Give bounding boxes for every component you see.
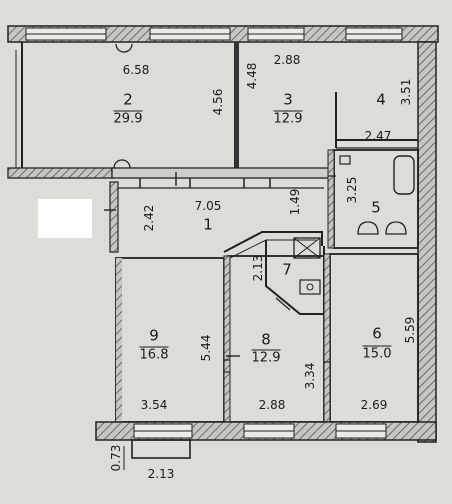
dim-room4-width: 2.47	[364, 129, 392, 143]
sink-icon	[357, 221, 379, 235]
dim-room3-width: 2.88	[273, 53, 301, 67]
room-3-number: 3	[283, 90, 293, 109]
dim-room8-width: 2.88	[258, 398, 286, 412]
dim-room2-height: 4.56	[211, 88, 225, 116]
room-4-number: 4	[376, 90, 386, 109]
door-arc-room2-top	[115, 43, 133, 53]
room-9-area: 16.8	[139, 346, 169, 363]
room-8-number: 8	[261, 330, 271, 349]
dim-room8-height: 3.34	[303, 362, 317, 390]
room-1-number: 1	[203, 215, 213, 234]
hall-left-wall	[109, 181, 119, 253]
door-arc-room2-bottom	[113, 159, 131, 169]
dim-room6-height: 5.59	[403, 316, 417, 344]
dim-hall-height-left: 2.42	[142, 204, 156, 232]
kitchen-sink-icon	[299, 279, 321, 295]
toilet-icon	[385, 221, 407, 235]
room-5-number: 5	[371, 198, 381, 217]
room-6-area: 15.0	[362, 345, 392, 362]
dim-room2-width: 6.58	[122, 63, 150, 77]
dim-hall-width: 7.05	[194, 199, 222, 213]
redacted-block	[38, 199, 92, 238]
room-7-number: 7	[282, 260, 292, 279]
bathroom-walls	[327, 149, 419, 249]
dim-room9-height: 5.44	[199, 334, 213, 362]
wall-room2-room3	[234, 42, 239, 168]
room-6-number: 6	[372, 324, 382, 343]
dim-room9-width: 3.54	[140, 398, 168, 412]
room-2-area: 29.9	[113, 110, 143, 127]
bottom-exterior-wall	[95, 421, 437, 441]
room-8-area: 12.9	[251, 349, 281, 366]
dim-balcony-depth: 0.73	[109, 444, 123, 472]
top-exterior-wall	[7, 25, 439, 43]
dim-balcony-width: 2.13	[147, 467, 175, 481]
kitchen-partition	[223, 231, 323, 253]
bathtub-icon	[393, 155, 415, 195]
stove-icon	[293, 237, 321, 259]
dim-room4-height: 3.51	[399, 78, 413, 106]
fixture-icon	[339, 155, 351, 165]
dim-hall-height-right: 1.49	[288, 188, 302, 216]
room-2-number: 2	[123, 90, 133, 109]
balcony	[131, 439, 191, 459]
dim-bath-height: 3.25	[345, 176, 359, 204]
dim-kitchen-height: 2.13	[251, 254, 265, 282]
room-3-area: 12.9	[273, 110, 303, 127]
room-9-number: 9	[149, 326, 159, 345]
dim-room6-width: 2.69	[360, 398, 388, 412]
dim-room3-height: 4.48	[245, 62, 259, 90]
